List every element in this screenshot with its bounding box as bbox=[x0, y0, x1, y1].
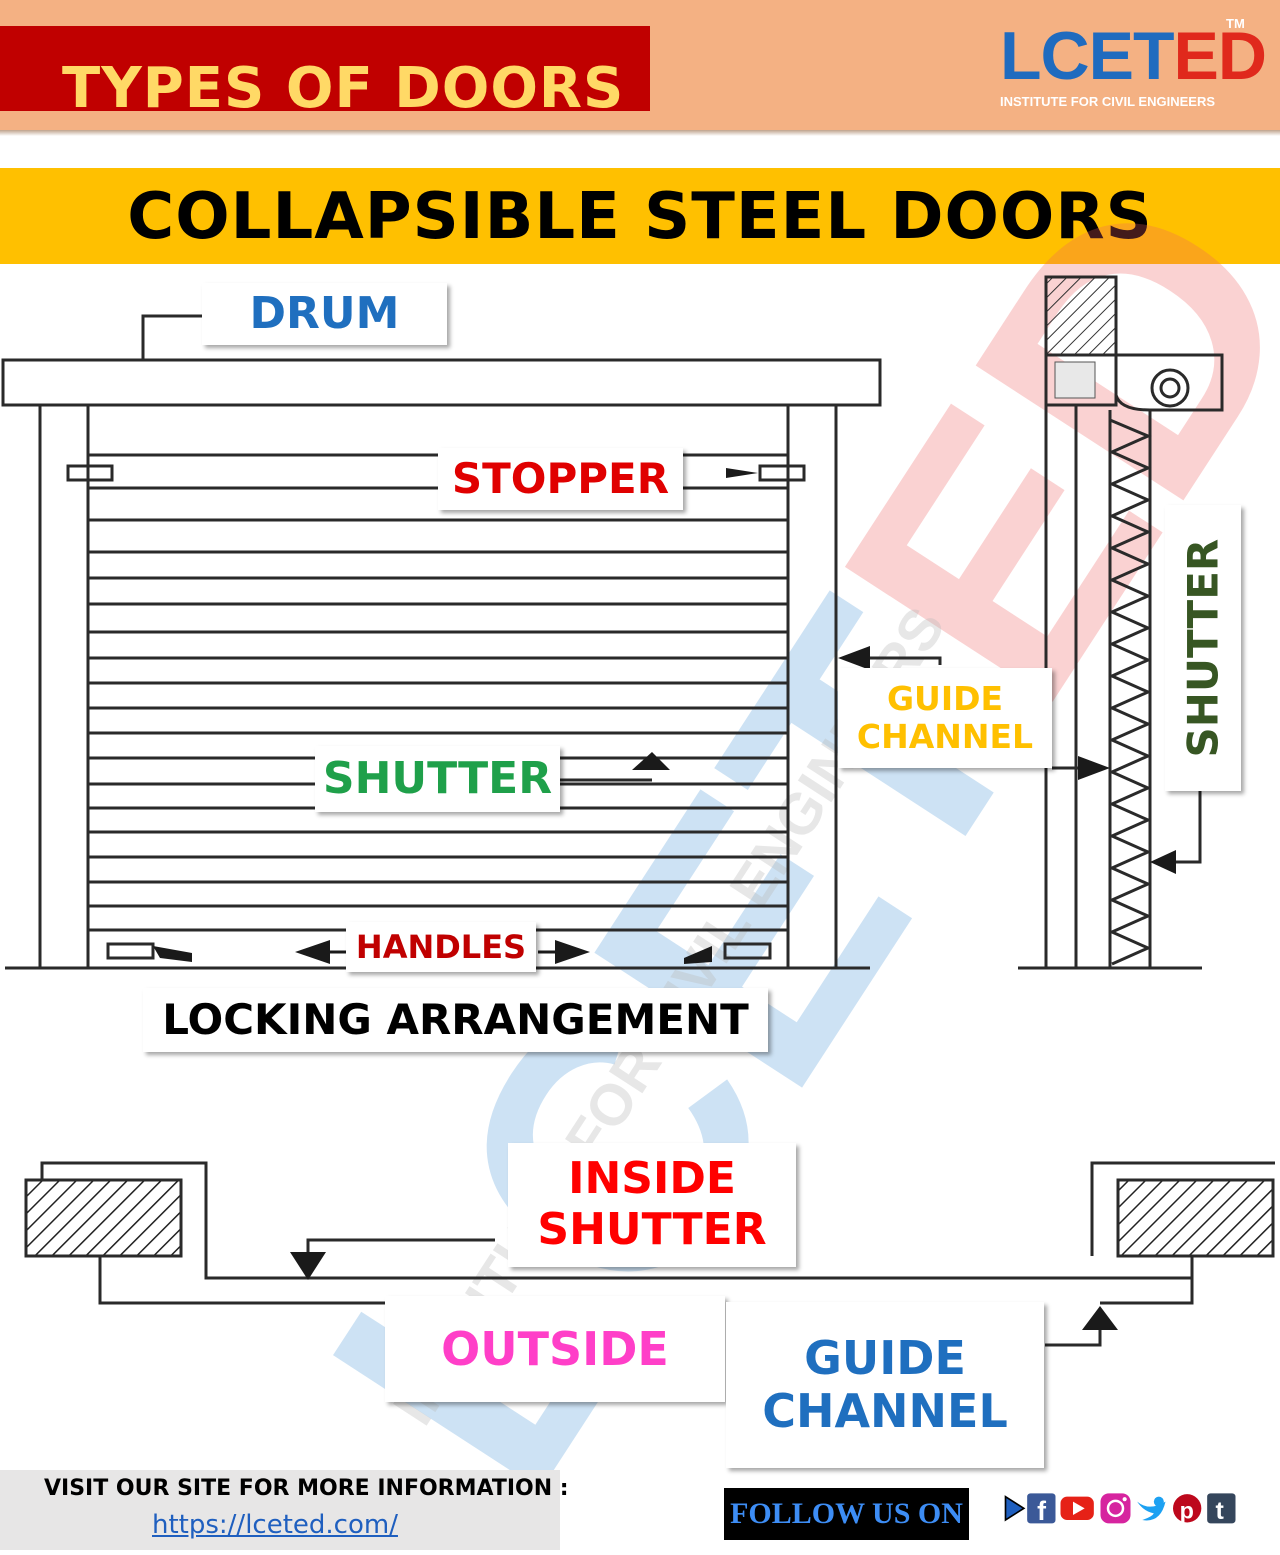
tumblr-icon[interactable]: t bbox=[1207, 1493, 1236, 1525]
door-diagram bbox=[1, 275, 1275, 1347]
logo-trademark: TM bbox=[1226, 16, 1245, 31]
label-locking-arrangement: LOCKING ARRANGEMENT bbox=[143, 988, 768, 1052]
drum-box bbox=[1, 358, 882, 407]
logo-subtitle: INSTITUTE FOR CIVIL ENGINEERS bbox=[1000, 94, 1216, 109]
page-title: TYPES OF DOORS bbox=[62, 56, 625, 121]
zigzag-shutter bbox=[1108, 418, 1152, 966]
website-link[interactable]: https://lceted.com/ bbox=[152, 1510, 398, 1540]
section-banner: COLLAPSIBLE STEEL DOORS bbox=[0, 168, 1280, 264]
label-inside-shutter: INSIDE SHUTTER bbox=[508, 1143, 796, 1267]
wall-left bbox=[24, 1178, 183, 1258]
svg-text:t: t bbox=[1216, 1497, 1225, 1525]
guide-channel-plan-line2: CHANNEL bbox=[762, 1384, 1008, 1438]
pinterest-icon[interactable]: p bbox=[1173, 1494, 1202, 1523]
logo-text-red: ED bbox=[1173, 18, 1267, 94]
handle-right bbox=[723, 942, 772, 960]
title-box: TYPES OF DOORS bbox=[0, 26, 650, 121]
drum-housing bbox=[1114, 353, 1224, 412]
footer-visit-text: VISIT OUR SITE FOR MORE INFORMATION : bbox=[44, 1476, 569, 1501]
guide-channel-side-line2: CHANNEL bbox=[856, 717, 1034, 756]
front-elevation bbox=[1, 314, 882, 970]
stopper-right bbox=[758, 464, 806, 482]
follow-us-badge: FOLLOW US ON bbox=[724, 1488, 969, 1540]
svg-text:p: p bbox=[1180, 1497, 1194, 1523]
logo-text-blue: LCET bbox=[1000, 18, 1175, 94]
brand-logo: LCETED INSTITUTE FOR CIVIL ENGINEERS TM bbox=[1000, 16, 1267, 117]
label-stopper: STOPPER bbox=[438, 448, 683, 510]
play-arrow-icon bbox=[1004, 1495, 1026, 1522]
shutter-slats bbox=[88, 453, 788, 932]
stopper-left bbox=[66, 464, 114, 482]
wall-right bbox=[1116, 1178, 1275, 1258]
header-shadow bbox=[0, 130, 1280, 136]
footer-info-box bbox=[0, 1470, 560, 1550]
label-handles: HANDLES bbox=[346, 922, 536, 972]
front-arrows bbox=[153, 468, 758, 964]
instagram-icon[interactable] bbox=[1100, 1493, 1131, 1524]
inside-line2: SHUTTER bbox=[537, 1204, 767, 1255]
label-shutter-front: SHUTTER bbox=[315, 746, 560, 812]
label-outside: OUTSIDE bbox=[385, 1296, 725, 1402]
youtube-icon[interactable] bbox=[1060, 1496, 1094, 1520]
social-icons: f p t bbox=[1004, 1493, 1236, 1526]
guide-channel-side-line1: GUIDE bbox=[886, 679, 1004, 719]
shutter-side-text: SHUTTER bbox=[1177, 538, 1227, 758]
label-drum: DRUM bbox=[202, 283, 447, 345]
drum-leader bbox=[141, 314, 205, 360]
inside-line1: INSIDE bbox=[568, 1153, 736, 1205]
label-shutter-side: SHUTTER bbox=[1165, 505, 1241, 791]
section-title: COLLAPSIBLE STEEL DOORS bbox=[127, 180, 1153, 254]
label-guide-channel-plan: GUIDE CHANNEL bbox=[726, 1302, 1044, 1468]
twitter-icon[interactable] bbox=[1137, 1496, 1166, 1521]
drum-roll bbox=[1150, 368, 1190, 408]
plan-arrows bbox=[290, 1252, 1118, 1330]
svg-text:f: f bbox=[1037, 1496, 1046, 1526]
plan-view bbox=[24, 1161, 1275, 1347]
label-guide-channel-side: GUIDE CHANNEL bbox=[838, 668, 1052, 768]
handle-left bbox=[106, 942, 155, 960]
side-arrows bbox=[838, 646, 1176, 874]
lintel-hatch bbox=[1044, 275, 1118, 357]
facebook-icon[interactable]: f bbox=[1027, 1493, 1056, 1526]
guide-channel-plan-line1: GUIDE bbox=[804, 1331, 966, 1386]
